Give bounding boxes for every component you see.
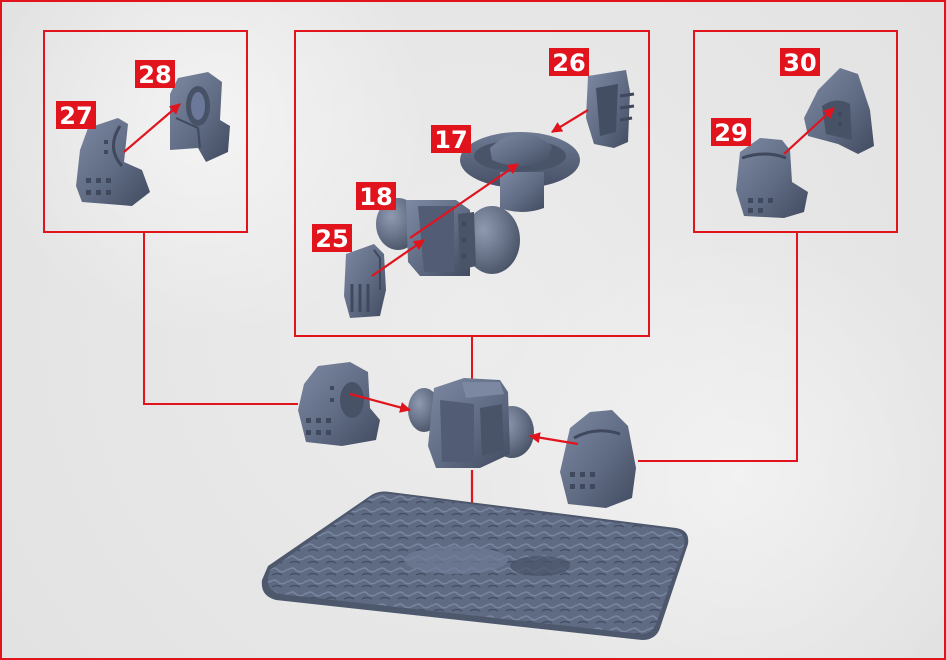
display-base xyxy=(262,492,688,641)
part-18 xyxy=(376,198,520,276)
label-27: 27 xyxy=(56,101,96,130)
part-29 xyxy=(736,138,808,218)
label-30-text: 30 xyxy=(783,49,816,77)
label-18-text: 18 xyxy=(359,183,392,211)
label-28-text: 28 xyxy=(138,61,171,89)
label-18: 18 xyxy=(356,182,396,211)
label-29-text: 29 xyxy=(714,119,747,147)
assembled-torso xyxy=(408,378,534,468)
label-30: 30 xyxy=(780,48,820,77)
part-26 xyxy=(586,70,634,148)
assembled-right-shoulder xyxy=(560,410,636,508)
left-connector-line xyxy=(144,232,298,404)
label-26-text: 26 xyxy=(552,49,585,77)
label-29: 29 xyxy=(711,118,751,147)
label-17-text: 17 xyxy=(434,126,467,154)
label-17: 17 xyxy=(431,125,471,154)
part-27 xyxy=(76,118,150,206)
assembled-left-shoulder xyxy=(298,362,380,446)
label-27-text: 27 xyxy=(59,102,92,130)
part-25 xyxy=(344,244,386,318)
label-26: 26 xyxy=(549,48,589,77)
label-25: 25 xyxy=(312,224,352,253)
part-30 xyxy=(804,68,874,154)
part-28 xyxy=(170,72,230,162)
right-connector-line xyxy=(638,232,797,461)
label-28: 28 xyxy=(135,60,175,89)
label-25-text: 25 xyxy=(315,225,348,253)
part-17 xyxy=(460,132,580,212)
arrow-26-to-17 xyxy=(552,110,588,132)
